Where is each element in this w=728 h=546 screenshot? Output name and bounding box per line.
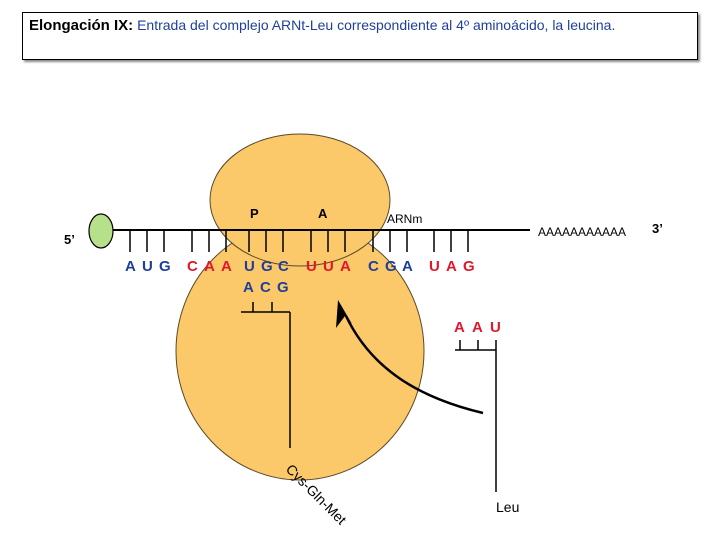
codon-1-base-1: A (125, 258, 136, 275)
ribosome (175, 133, 425, 481)
title-box: Elongación IX: Entrada del complejo ARNt… (22, 12, 698, 60)
mrna-5-cap (88, 213, 114, 249)
codon-3-base-3: C (278, 258, 289, 275)
anticodon-incoming-base-1: A (454, 319, 465, 336)
anticodon-p-base-1: A (243, 279, 254, 296)
codon-5-base-3: A (402, 258, 413, 275)
mrna-label: ARNm (387, 212, 422, 226)
ribosome-small-subunit (209, 133, 391, 267)
codon-3-base-2: G (261, 258, 273, 275)
codon-6-base-1: U (429, 258, 440, 275)
codon-6-base-3: G (463, 258, 475, 275)
site-p-label: P (250, 206, 259, 221)
three-prime-label: 3’ (652, 221, 663, 236)
title-heading: Elongación IX: (29, 17, 134, 34)
codon-5-base-2: G (385, 258, 397, 275)
poly-a-tail: AAAAAAAAAAA (538, 225, 626, 239)
codon-2-base-3: A (221, 258, 232, 275)
site-a-label: A (318, 206, 328, 221)
anticodon-incoming-base-3: U (490, 319, 501, 336)
mrna-base-ticks (129, 230, 469, 252)
entry-arrow (336, 300, 484, 415)
entry-arrow-head (336, 300, 352, 328)
codon-4-base-1: U (306, 258, 317, 275)
five-prime-label: 5’ (64, 232, 75, 247)
title-description: Entrada del complejo ARNt-Leu correspond… (137, 17, 616, 33)
codon-4-base-2: U (323, 258, 334, 275)
codon-3-base-1: U (244, 258, 255, 275)
codon-1-base-2: U (142, 258, 153, 275)
anticodon-incoming-base-2: A (472, 319, 483, 336)
anticodon-p-base-2: C (260, 279, 271, 296)
codon-1-base-3: G (159, 258, 171, 275)
codon-5-base-1: C (368, 258, 379, 275)
codon-6-base-2: A (446, 258, 457, 275)
leucine-label: Leu (496, 499, 519, 515)
codon-4-base-3: A (340, 258, 351, 275)
codon-2-base-1: C (187, 258, 198, 275)
anticodon-p-base-3: G (277, 279, 289, 296)
codon-2-base-2: A (204, 258, 215, 275)
entry-arrow-shaft (344, 315, 484, 415)
